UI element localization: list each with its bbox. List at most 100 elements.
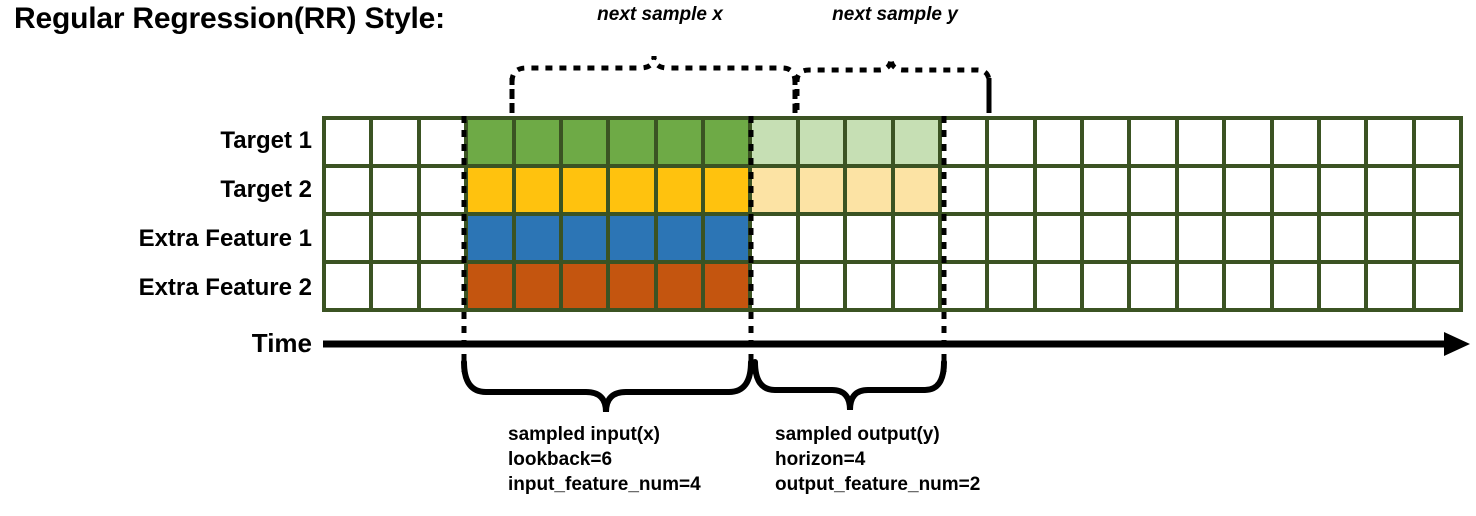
grid-cell-r4-c4	[468, 264, 512, 308]
grid-cell-r2-c12	[847, 168, 891, 212]
grid-cell-r4-c8	[657, 264, 701, 308]
grid-cell-r2-c3	[420, 168, 465, 212]
grid-cell-r1-c13	[894, 120, 938, 164]
grid-cell-r1-c2	[373, 120, 417, 164]
time-axis-arrow	[323, 332, 1470, 356]
grid-cell-r4-c3	[420, 264, 465, 308]
row-label-target-1: Target 1	[220, 127, 312, 154]
caption-input-line-2: lookback=6	[508, 449, 613, 470]
grid-cell-r3-c17	[1084, 216, 1128, 260]
grid-cell-r1-c10	[752, 120, 796, 164]
grid-cell-r4-c23	[1368, 264, 1412, 308]
grid-cell-r2-c6	[562, 168, 607, 212]
caption-sampled-output: sampled output(y) horizon=4 output_featu…	[775, 422, 980, 497]
grid-cell-r1-c1	[326, 120, 370, 164]
grid-cell-r1-c23	[1368, 120, 1412, 164]
grid-cell-r1-c11	[799, 120, 844, 164]
grid-cell-r4-c2	[373, 264, 417, 308]
grid-cell-r3-c22	[1320, 216, 1365, 260]
grid-cell-r2-c9	[705, 168, 749, 212]
caption-output-line-3: output_feature_num=2	[775, 474, 981, 495]
grid-cell-r3-c5	[515, 216, 559, 260]
time-axis-label: Time	[251, 328, 312, 358]
grid-cell-r4-c1	[326, 264, 370, 308]
grid-cell-r2-c7	[610, 168, 654, 212]
grid-cell-r1-c3	[420, 120, 465, 164]
grid-cell-r2-c1	[326, 168, 370, 212]
grid-cell-r3-c3	[420, 216, 465, 260]
caption-input-line-3: input_feature_num=4	[508, 474, 701, 495]
grid-cell-r1-c8	[657, 120, 701, 164]
grid-cell-r4-c7	[610, 264, 654, 308]
grid-cell-r2-c13	[894, 168, 938, 212]
grid-cell-r2-c4	[468, 168, 512, 212]
grid-cell-r2-c19	[1178, 168, 1223, 212]
grid-cell-r2-c16	[1036, 168, 1080, 212]
grid-cell-r3-c9	[705, 216, 749, 260]
grid-cell-r3-c6	[562, 216, 607, 260]
grid-cell-r4-c24	[1415, 264, 1459, 308]
grid-cell-r3-c2	[373, 216, 417, 260]
grid-cell-r3-c19	[1178, 216, 1223, 260]
grid-cell-r4-c5	[515, 264, 559, 308]
grid-cell-r4-c12	[847, 264, 891, 308]
grid-cell-r2-c18	[1131, 168, 1175, 212]
grid-cell-r4-c22	[1320, 264, 1365, 308]
grid-cell-r2-c15	[989, 168, 1033, 212]
grid-cell-r1-c22	[1320, 120, 1365, 164]
grid-cell-r3-c12	[847, 216, 891, 260]
grid-cell-r4-c16	[1036, 264, 1080, 308]
grid-cell-r4-c6	[562, 264, 607, 308]
grid-cell-r4-c21	[1273, 264, 1317, 308]
grid-cell-r1-c18	[1131, 120, 1175, 164]
grid-cell-r1-c12	[847, 120, 891, 164]
grid-cell-r2-c17	[1084, 168, 1128, 212]
grid-cell-r3-c8	[657, 216, 701, 260]
grid-cell-r4-c10	[752, 264, 796, 308]
grid-cell-r3-c24	[1415, 216, 1459, 260]
grid-cell-r2-c21	[1273, 168, 1317, 212]
caption-sampled-input: sampled input(x) lookback=6 input_featur…	[508, 422, 701, 497]
grid-cell-r1-c19	[1178, 120, 1223, 164]
grid-cell-r1-c9	[705, 120, 749, 164]
grid-cell-r3-c21	[1273, 216, 1317, 260]
grid-cell-r2-c24	[1415, 168, 1459, 212]
grid-cell-r3-c13	[894, 216, 938, 260]
caption-input-line-1: sampled input(x)	[508, 424, 661, 445]
caption-output-line-2: horizon=4	[775, 449, 866, 470]
caption-output-line-1: sampled output(y)	[775, 424, 940, 445]
grid-cell-r3-c18	[1131, 216, 1175, 260]
grid-cell-r3-c4	[468, 216, 512, 260]
grid-cell-r2-c23	[1368, 168, 1412, 212]
grid-cell-r3-c1	[326, 216, 370, 260]
grid-cell-r4-c18	[1131, 264, 1175, 308]
grid-cell-r1-c16	[1036, 120, 1080, 164]
annotation-next-sample-x: next sample x	[597, 4, 723, 25]
row-label-extra-feature-2: Extra Feature 2	[138, 274, 312, 301]
grid-cell-r2-c8	[657, 168, 701, 212]
page-title: Regular Regression(RR) Style:	[14, 2, 445, 35]
grid-cell-r1-c20	[1226, 120, 1270, 164]
grid-cell-r2-c20	[1226, 168, 1270, 212]
grid-cell-r3-c23	[1368, 216, 1412, 260]
grid-cell-r4-c15	[989, 264, 1033, 308]
grid-cell-r3-c14	[941, 216, 986, 260]
grid-cell-r4-c20	[1226, 264, 1270, 308]
grid-cell-r3-c7	[610, 216, 654, 260]
grid-cell-r1-c5	[515, 120, 559, 164]
grid-cell-r3-c15	[989, 216, 1033, 260]
grid-cell-r2-c14	[941, 168, 986, 212]
grid-cell-r1-c7	[610, 120, 654, 164]
grid-cell-r1-c24	[1415, 120, 1459, 164]
grid-cell-r3-c20	[1226, 216, 1270, 260]
row-label-extra-feature-1: Extra Feature 1	[138, 225, 312, 252]
annotation-next-sample-y: next sample y	[832, 4, 958, 25]
grid-cell-r1-c6	[562, 120, 607, 164]
grid-cell-r1-c17	[1084, 120, 1128, 164]
grid-cell-r1-c4	[468, 120, 512, 164]
grid-cell-r2-c22	[1320, 168, 1365, 212]
row-label-target-2: Target 2	[220, 176, 312, 203]
grid-cell-r4-c17	[1084, 264, 1128, 308]
grid-cell-r2-c2	[373, 168, 417, 212]
